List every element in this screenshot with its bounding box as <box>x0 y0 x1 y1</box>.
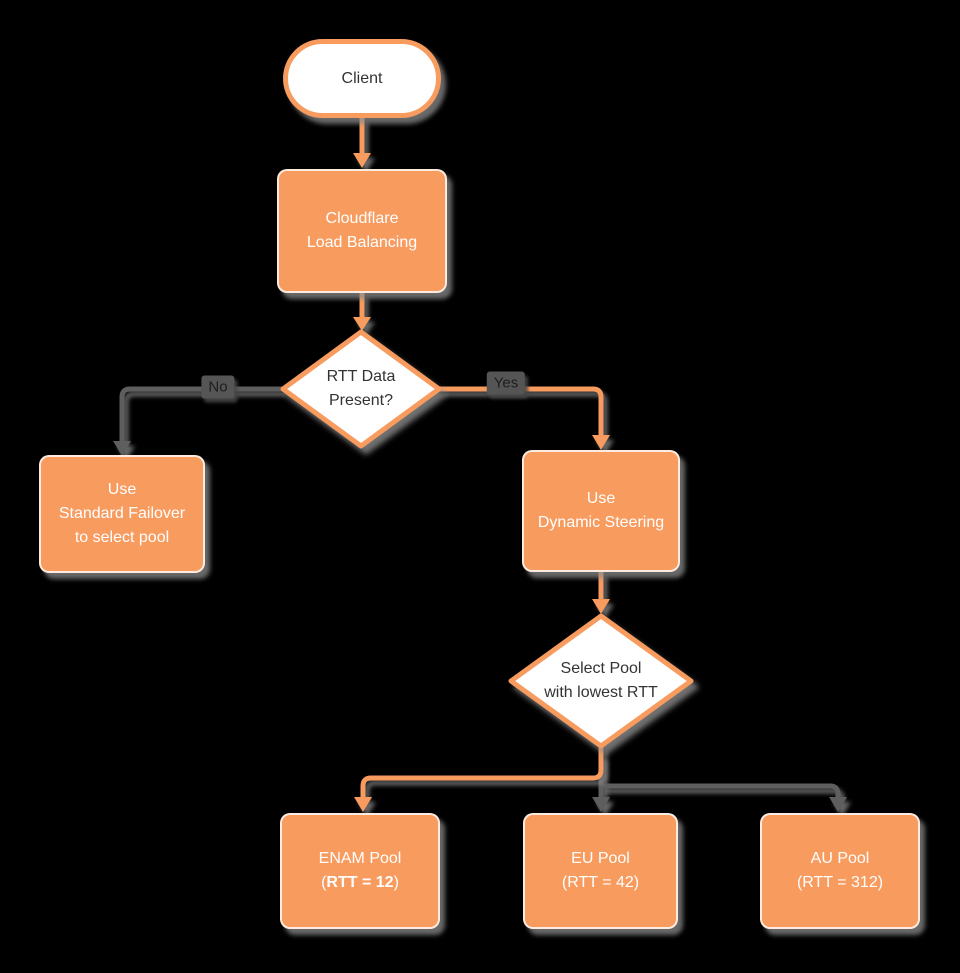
node-dynamic-steering-line2: Dynamic Steering <box>537 514 665 531</box>
node-eu-pool: EU Pool (RTT = 42) <box>523 813 678 929</box>
node-enam-pool: ENAM Pool (RTT = 12) <box>280 813 440 929</box>
node-au-pool-rtt: (RTT = 312) <box>796 874 884 891</box>
node-use-dynamic-steering: Use Dynamic Steering <box>522 450 680 572</box>
node-standard-failover-line2: Standard Failover <box>58 505 186 522</box>
edge-label-no: No <box>201 375 235 399</box>
arrowhead-yes-branch <box>592 435 610 450</box>
decision-rtt-data-present-label: RTT Data Present? <box>281 365 441 413</box>
node-standard-failover-line1: Use <box>107 481 137 498</box>
node-enam-pool-rtt-open: ( <box>321 874 327 891</box>
node-au-pool-title: AU Pool <box>810 850 870 867</box>
node-enam-pool-rtt-close: ) <box>393 874 399 891</box>
node-cloudflare-load-balancing-line2: Load Balancing <box>306 234 418 251</box>
decision-select-pool-label: Select Pool with lowest RTT <box>511 657 691 705</box>
node-enam-pool-title: ENAM Pool <box>318 850 402 867</box>
decision-rtt-line2: Present? <box>328 392 394 409</box>
decision-select-pool-line1: Select Pool <box>560 660 642 677</box>
edge-to-au-pool <box>601 783 841 798</box>
arrowhead-dynamic-steering-to-select-pool <box>592 599 610 614</box>
decision-select-pool-shape <box>508 613 694 749</box>
edge-no-branch <box>119 386 283 443</box>
node-enam-pool-rtt: (RTT = 12) <box>321 871 399 895</box>
node-client: Client <box>283 39 441 118</box>
node-eu-pool-title: EU Pool <box>571 850 630 867</box>
arrowhead-to-au-pool <box>829 797 847 812</box>
node-standard-failover-line3: to select pool <box>74 529 170 546</box>
arrowhead-no-branch <box>113 441 131 456</box>
node-eu-pool-rtt: (RTT = 42) <box>561 874 640 891</box>
arrowhead-load-balancer-to-rtt-decision <box>353 317 371 331</box>
decision-rtt-line1: RTT Data <box>326 368 396 385</box>
node-dynamic-steering-line1: Use <box>586 490 616 507</box>
node-use-standard-failover: Use Standard Failover to select pool <box>39 455 205 573</box>
node-enam-pool-rtt-value: RTT = 12 <box>326 874 394 891</box>
node-client-label: Client <box>341 69 383 87</box>
arrowhead-client-to-load-balancer <box>353 153 371 168</box>
arrowhead-to-eu-pool <box>592 797 610 812</box>
edge-to-enam-pool <box>360 746 604 798</box>
edge-label-yes: Yes <box>486 371 526 395</box>
decision-select-pool-line2: with lowest RTT <box>544 684 658 701</box>
arrowhead-to-enam-pool <box>354 797 372 812</box>
node-cloudflare-load-balancing-line1: Cloudflare <box>325 210 399 227</box>
node-cloudflare-load-balancing: Cloudflare Load Balancing <box>277 169 447 293</box>
decision-rtt-data-present-shape <box>280 329 442 449</box>
node-au-pool: AU Pool (RTT = 312) <box>760 813 920 929</box>
edge-yes-branch <box>439 386 604 436</box>
